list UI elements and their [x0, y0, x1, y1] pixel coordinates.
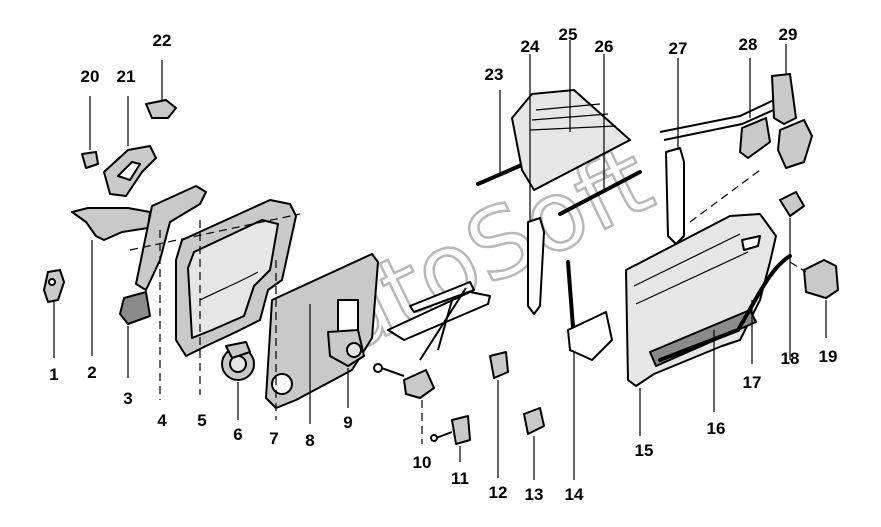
part-22-clip — [145, 60, 177, 119]
part-15-door-shell — [625, 213, 777, 436]
part-17-weatherstrip — [658, 254, 792, 364]
part-28-lock-mechanism — [659, 58, 779, 159]
callout-14: 14 — [565, 485, 584, 504]
callout-25: 25 — [559, 25, 578, 44]
callout-labels: 1 2 3 4 5 6 7 8 9 10 11 12 13 14 15 16 1… — [49, 25, 837, 504]
part-13-latch — [523, 407, 545, 480]
callout-3: 3 — [123, 389, 132, 408]
callout-15: 15 — [635, 441, 654, 460]
part-10-window-regulator — [373, 281, 491, 444]
part-27-rear-rail — [665, 58, 685, 245]
callout-24: 24 — [521, 37, 540, 56]
part-6-window-regulator-handle — [221, 341, 255, 420]
part-8-door-panel — [265, 253, 379, 424]
callout-11: 11 — [451, 469, 469, 488]
part-11-lock-cylinder — [430, 415, 471, 462]
callout-27: 27 — [669, 39, 688, 58]
callout-17: 17 — [743, 373, 762, 392]
callout-10: 10 — [413, 453, 432, 472]
part-9-window-motor — [327, 299, 365, 408]
callout-18: 18 — [781, 349, 800, 368]
part-12-bracket — [489, 351, 509, 478]
part-4-trim-strip — [135, 185, 207, 400]
part-24-channel-rail — [527, 54, 545, 315]
part-19-outer-door-handle — [803, 259, 839, 338]
part-20-clip — [81, 96, 99, 169]
callout-9: 9 — [343, 413, 352, 432]
callout-20: 20 — [81, 67, 100, 86]
callout-19: 19 — [819, 347, 838, 366]
callout-13: 13 — [525, 485, 544, 504]
part-2-armrest — [71, 207, 151, 356]
callout-4: 4 — [157, 411, 167, 430]
callout-8: 8 — [305, 431, 314, 450]
part-23-glass-run — [476, 162, 526, 186]
callout-6: 6 — [233, 425, 242, 444]
callout-5: 5 — [197, 411, 206, 430]
callout-29: 29 — [779, 25, 798, 44]
part-18-striker — [779, 191, 805, 360]
callout-1: 1 — [49, 365, 58, 384]
callout-26: 26 — [595, 37, 614, 56]
part-1-bracket — [43, 269, 65, 358]
part-21-handle-bezel — [103, 96, 157, 197]
part-3-cover — [119, 291, 151, 378]
part-5-door-trim-panel — [175, 199, 297, 395]
callout-2: 2 — [87, 363, 96, 382]
callout-22: 22 — [153, 31, 172, 50]
callout-16: 16 — [707, 419, 726, 438]
callout-21: 21 — [117, 67, 136, 86]
callout-23: 23 — [485, 65, 504, 84]
part-14-door-rod — [566, 260, 613, 480]
callout-28: 28 — [739, 35, 758, 54]
part-29-door-latch — [771, 44, 813, 169]
callout-12: 12 — [489, 483, 508, 502]
callout-7: 7 — [269, 429, 278, 448]
part-25-window-glass — [511, 40, 631, 191]
part-26-glass-channel — [558, 170, 642, 216]
